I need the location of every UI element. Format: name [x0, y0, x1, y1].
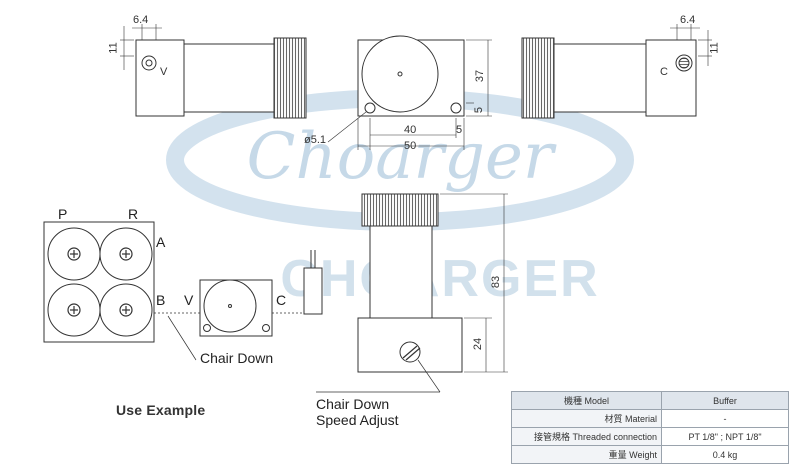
- port-c-label: C: [660, 66, 668, 78]
- dim-5-vertical: 5: [473, 106, 486, 114]
- spec-row-value: PT 1/8" ; NPT 1/8": [661, 427, 789, 446]
- port-b-label: B: [156, 292, 166, 308]
- dim-37: 37: [474, 69, 487, 83]
- speed-adjust-line2: Speed Adjust: [316, 412, 399, 428]
- spec-header-row: 機種 Model Buffer: [511, 391, 789, 410]
- dim-40: 40: [404, 124, 417, 136]
- dim-24: 24: [472, 337, 485, 351]
- body-cylinder-right: [553, 43, 647, 113]
- port-c-usage-label: C: [276, 292, 287, 308]
- chair-down-label: Chair Down: [200, 350, 274, 366]
- front-knob-circle: [361, 35, 439, 113]
- chair-down-leader: [167, 315, 197, 361]
- mount-hole-right: [450, 102, 462, 114]
- spec-row: 材質 Material -: [511, 409, 789, 428]
- port-a-label: A: [156, 234, 166, 250]
- use-example-title: Use Example: [116, 402, 206, 418]
- watermark-block-logo: CHOARGER: [280, 250, 599, 308]
- mount-hole-left: [364, 102, 376, 114]
- speed-adjust-leader: [417, 359, 441, 393]
- dim-11-right: 11: [708, 42, 721, 54]
- top-front-view: [327, 35, 492, 150]
- watermark-script-logo: Choarger: [247, 120, 557, 194]
- body-cylinder-bottom: [369, 225, 433, 319]
- port-c-filter: [678, 57, 690, 69]
- dim-6-4-right: 6.4: [680, 14, 696, 26]
- dim-11-left: 11: [107, 42, 120, 54]
- port-v-label: V: [160, 66, 168, 78]
- buffer-use-view: [199, 250, 323, 337]
- spec-row: 重量 Weight 0.4 kg: [511, 445, 789, 464]
- dim-5-horizontal: 5: [456, 124, 463, 136]
- port-r-label: R: [128, 206, 139, 222]
- spec-row-label: 材質 Material: [511, 409, 662, 428]
- spec-header-value: Buffer: [661, 391, 789, 410]
- port-p-label: P: [58, 206, 68, 222]
- knob-bottom: [361, 193, 439, 227]
- port-v-inner: [145, 59, 153, 67]
- spec-row-label: 重量 Weight: [511, 445, 662, 464]
- hole-diameter-label: ø5.1: [304, 134, 327, 146]
- port-block-left: [135, 39, 185, 117]
- spec-row-value: -: [661, 409, 789, 428]
- spec-row: 接管規格 Threaded connection PT 1/8" ; NPT 1…: [511, 427, 789, 446]
- spec-row-value: 0.4 kg: [661, 445, 789, 464]
- spec-table: 機種 Model Buffer 材質 Material - 接管規格 Threa…: [511, 391, 789, 464]
- bottom-side-view: [316, 193, 508, 393]
- top-left-side-view: [120, 24, 307, 119]
- speed-adjust-line1: Chair Down: [316, 396, 390, 412]
- dim-6-4-left: 6.4: [133, 14, 149, 26]
- port-block-right: [645, 39, 697, 117]
- port-v-usage-label: V: [184, 292, 194, 308]
- dim-83: 83: [490, 275, 503, 289]
- port-v-fitting: [141, 55, 157, 71]
- front-center-mark: [397, 71, 403, 77]
- spec-header-label: 機種 Model: [511, 391, 662, 410]
- top-right-side-view: [521, 24, 712, 119]
- knob-right: [521, 37, 555, 119]
- valve-manifold: [43, 221, 200, 361]
- spec-row-label: 接管規格 Threaded connection: [511, 427, 662, 446]
- dim-50: 50: [404, 140, 417, 152]
- air-cylinder: [303, 267, 323, 315]
- body-cylinder-left: [183, 43, 275, 113]
- knob-left: [273, 37, 307, 119]
